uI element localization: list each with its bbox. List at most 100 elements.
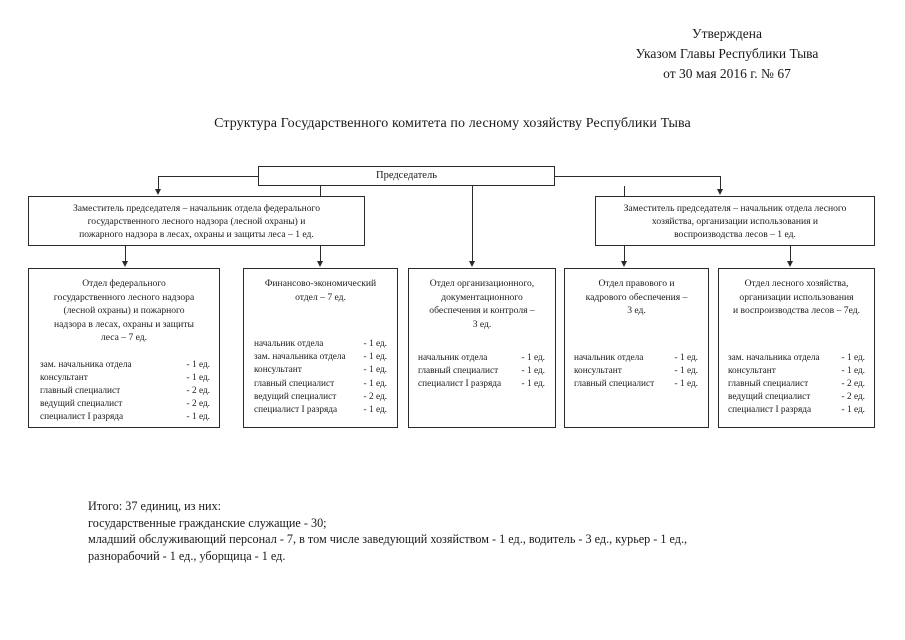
staff-count: - 2 ед. (841, 378, 865, 389)
approval-line-3: от 30 мая 2016 г. № 67 (663, 66, 791, 81)
department-2-title-line-2: отдел – 7 ед. (295, 291, 346, 303)
department-2-title: Финансово-экономический отдел – 7 ед. (251, 277, 390, 304)
staff-role: главный специалист (40, 385, 121, 396)
staff-row: ведущий специалист - 2 ед. (254, 391, 387, 404)
node-department-5[interactable]: Отдел лесного хозяйства, организации исп… (718, 268, 875, 428)
staff-count: - 1 ед. (841, 365, 865, 376)
staff-role: специалист I разряда (728, 405, 812, 416)
staff-role: начальник отдела (254, 339, 324, 349)
arrow-dept-1 (121, 261, 128, 267)
arrow-dept-3 (468, 261, 475, 267)
department-3-title: Отдел организационного, документационног… (416, 277, 548, 331)
department-1-title-line-3: (лесной охраны) и пожарного (63, 305, 185, 316)
department-3-title-line-1: Отдел организационного, (429, 278, 535, 289)
staff-row: специалист I разряда - 1 ед. (418, 378, 545, 391)
staff-count: - 1 ед. (363, 365, 387, 376)
approval-line-2: Указом Главы Республики Тыва (635, 46, 819, 61)
arrow-dept-5 (786, 261, 793, 267)
summary-line-4: разнорабочий - 1 ед., уборщица - 1 ед. (88, 548, 286, 563)
staff-row: главный специалист - 1 ед. (418, 365, 545, 378)
department-1-title-line-4: надзора в лесах, охраны и защиты (54, 318, 194, 330)
department-3-title-line-4: 3 ед. (472, 318, 492, 330)
approval-line-1: Утверждена (692, 26, 762, 41)
node-department-3[interactable]: Отдел организационного, документационног… (408, 268, 556, 428)
staff-count: - 1 ед. (363, 405, 387, 416)
staff-count: - 1 ед. (186, 372, 210, 383)
deputy-left-line-3: пожарного надзора в лесах, охраны и защи… (79, 229, 314, 240)
staff-role: главный специалист (254, 378, 335, 389)
staff-role: главный специалист (418, 366, 499, 377)
connector-chairman-left (158, 176, 259, 177)
staff-count: - 2 ед. (186, 399, 210, 410)
staff-count: - 1 ед. (521, 379, 545, 390)
staff-count: - 1 ед. (363, 378, 387, 389)
staff-count: - 1 ед. (521, 366, 545, 377)
department-1-title-line-5: леса – 7 ед. (100, 332, 148, 343)
connector-dept-5-drop (790, 246, 791, 262)
department-1-title-line-1: Отдел федерального (82, 278, 166, 289)
approval-block: Утверждена Указом Главы Республики Тыва … (577, 24, 877, 84)
staff-count: - 2 ед. (841, 392, 865, 403)
deputy-left-line-1: Заместитель председателя – начальник отд… (72, 203, 320, 214)
deputy-left-label: Заместитель председателя – начальник отд… (73, 202, 320, 241)
staff-row: начальник отдела - 1 ед. (574, 352, 698, 365)
connector-chairman-right (555, 176, 720, 177)
department-4-staff-list: начальник отдела - 1 ед. консультант - 1… (574, 352, 698, 392)
staff-row: начальник отдела - 1 ед. (418, 352, 545, 365)
department-5-title-line-2: организации использования (739, 291, 854, 303)
summary-line-3: младший обслуживающий персонал - 7, в то… (88, 532, 688, 546)
department-5-staff-list: зам. начальника отдела - 1 ед. консульта… (728, 352, 865, 418)
deputy-left-line-2: государственного лесного надзора (лесной… (87, 216, 306, 227)
staff-count: - 1 ед. (363, 352, 387, 363)
staff-row: зам. начальника отдела - 1 ед. (728, 352, 865, 365)
node-deputy-right[interactable]: Заместитель председателя – начальник отд… (595, 196, 875, 246)
arrow-dept-4 (620, 261, 627, 267)
connector-deputy-left-drop (158, 176, 159, 190)
staff-row: главный специалист - 1 ед. (254, 378, 387, 391)
staff-row: ведущий специалист - 2 ед. (40, 398, 210, 411)
department-4-title: Отдел правового и кадрового обеспечения … (572, 277, 701, 318)
staff-row: консультант - 1 ед. (40, 372, 210, 385)
node-department-1[interactable]: Отдел федерального государственного лесн… (28, 268, 220, 428)
connector-dept-3-drop (472, 186, 473, 262)
staff-row: зам. начальника отдела - 1 ед. (254, 351, 387, 364)
staff-count: - 1 ед. (186, 412, 210, 423)
staff-role: зам. начальника отдела (40, 359, 132, 370)
deputy-right-line-2: хозяйства, организации использования и (651, 216, 819, 227)
staff-role: специалист I разряда (254, 405, 338, 416)
staff-role: зам. начальника отдела (728, 352, 820, 363)
staff-row: ведущий специалист - 2 ед. (728, 391, 865, 404)
arrow-deputy-left (154, 189, 161, 195)
node-department-2[interactable]: Финансово-экономический отдел – 7 ед. на… (243, 268, 398, 428)
staff-count: - 1 ед. (674, 378, 698, 389)
department-5-title: Отдел лесного хозяйства, организации исп… (726, 277, 867, 318)
staff-row: специалист I разряда - 1 ед. (254, 404, 387, 417)
department-5-title-line-3: и воспроизводства лесов – 7ед. (733, 305, 860, 316)
department-2-title-line-1: Финансово-экономический (264, 278, 377, 289)
staff-count: - 1 ед. (186, 359, 210, 370)
staff-role: ведущий специалист (728, 392, 811, 403)
department-4-title-line-3: 3 ед. (627, 305, 646, 316)
staff-count: - 1 ед. (841, 405, 865, 416)
summary-line-1: Итого: 37 единиц, из них: (88, 499, 222, 513)
staff-role: начальник отдела (574, 352, 644, 363)
node-department-4[interactable]: Отдел правового и кадрового обеспечения … (564, 268, 709, 428)
staff-row: зам. начальника отдела - 1 ед. (40, 359, 210, 372)
department-3-staff-list: начальник отдела - 1 ед. главный специал… (418, 352, 545, 392)
staff-count: - 1 ед. (841, 352, 865, 363)
staff-role: ведущий специалист (40, 399, 123, 410)
node-deputy-left[interactable]: Заместитель председателя – начальник отд… (28, 196, 365, 246)
staff-role: зам. начальника отдела (254, 352, 346, 363)
staff-count: - 1 ед. (363, 339, 387, 349)
staff-row: консультант - 1 ед. (574, 365, 698, 378)
staff-count: - 1 ед. (674, 352, 698, 363)
summary-line-2: государственные гражданские служащие - 3… (88, 515, 327, 530)
department-5-title-line-1: Отдел лесного хозяйства, (744, 278, 849, 289)
staff-row: главный специалист - 1 ед. (574, 378, 698, 391)
department-4-title-line-1: Отдел правового и (598, 278, 675, 289)
department-1-title: Отдел федерального государственного лесн… (36, 277, 212, 345)
staff-role: консультант (728, 365, 776, 376)
staff-role: консультант (40, 372, 88, 383)
node-chairman[interactable]: Председатель (258, 166, 555, 186)
